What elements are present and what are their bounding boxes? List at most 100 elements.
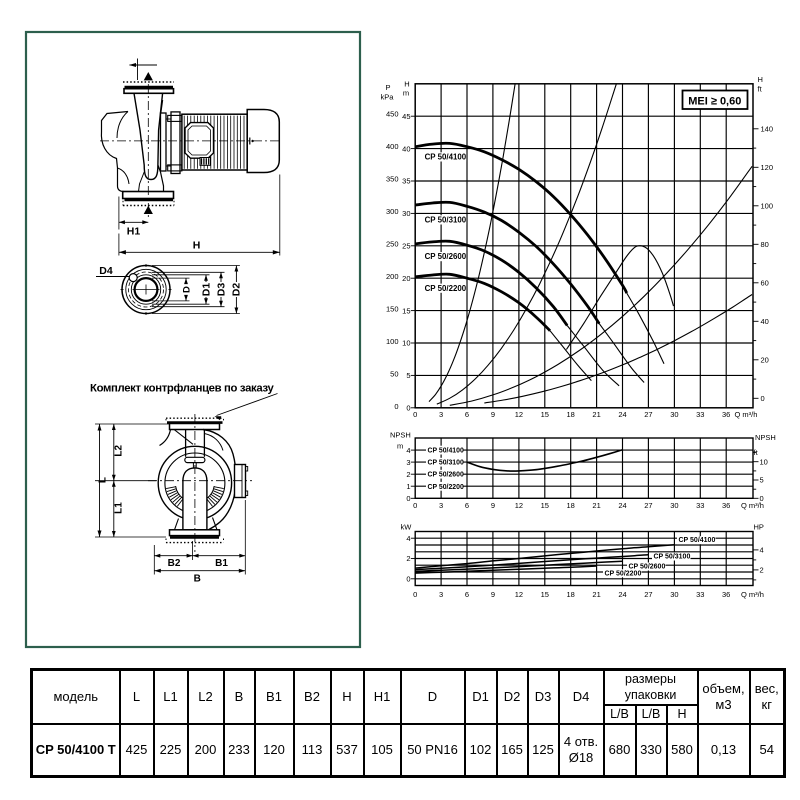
svg-text:D4: D4 [99,265,113,277]
svg-text:100: 100 [386,337,399,346]
svg-text:2: 2 [406,554,410,563]
svg-text:200: 200 [386,272,399,281]
svg-text:3: 3 [439,410,443,419]
svg-text:18: 18 [567,590,575,599]
svg-text:9: 9 [491,501,495,510]
svg-text:CP 50/4100: CP 50/4100 [425,153,467,162]
svg-text:D: D [181,286,192,293]
svg-text:6: 6 [465,501,469,510]
svg-text:40: 40 [761,317,769,326]
svg-text:kW: kW [401,523,413,532]
svg-text:450: 450 [386,109,399,118]
svg-text:0: 0 [760,494,764,503]
svg-text:B: B [194,573,201,584]
svg-text:CP 50/4100: CP 50/4100 [428,448,464,455]
svg-text:0: 0 [761,394,765,403]
svg-text:35: 35 [402,177,410,186]
svg-text:CP 50/4100: CP 50/4100 [679,537,716,544]
svg-text:12: 12 [515,410,523,419]
svg-text:D2: D2 [231,283,243,297]
svg-text:CP 50/3100: CP 50/3100 [428,460,464,467]
svg-text:Комплект контрфланцев по заказ: Комплект контрфланцев по заказу [90,383,274,395]
svg-text:P: P [385,83,390,92]
svg-text:33: 33 [696,590,704,599]
svg-text:NPSH: NPSH [390,431,411,440]
svg-text:H: H [758,75,763,84]
svg-text:D3: D3 [215,283,227,297]
svg-text:15: 15 [541,410,549,419]
svg-text:H1: H1 [127,226,141,238]
svg-text:27: 27 [644,590,652,599]
svg-text:2: 2 [760,566,764,575]
svg-text:140: 140 [761,125,774,134]
svg-text:ft: ft [758,85,763,94]
svg-text:100: 100 [761,202,774,211]
svg-text:150: 150 [386,305,399,314]
svg-text:30: 30 [670,410,678,419]
svg-text:50: 50 [390,370,398,379]
svg-text:25: 25 [402,242,410,251]
svg-text:20: 20 [761,356,769,365]
svg-text:60: 60 [761,279,769,288]
svg-text:Q m³/h: Q m³/h [741,590,764,599]
svg-text:33: 33 [696,501,704,510]
svg-text:CP 50/2600: CP 50/2600 [425,252,467,261]
svg-text:5: 5 [760,476,764,485]
svg-text:kPa: kPa [381,93,395,102]
svg-text:3: 3 [406,458,410,467]
svg-text:4: 4 [406,534,410,543]
svg-text:18: 18 [567,501,575,510]
svg-text:MEI ≥ 0,60: MEI ≥ 0,60 [688,95,741,107]
svg-text:15: 15 [402,306,410,315]
svg-text:B2: B2 [168,558,181,569]
svg-text:CP 50/2200: CP 50/2200 [605,570,642,577]
svg-text:33: 33 [696,410,704,419]
svg-text:CP 50/2600: CP 50/2600 [428,472,464,479]
svg-text:24: 24 [618,501,626,510]
svg-text:B1: B1 [215,558,228,569]
svg-text:45: 45 [402,112,410,121]
svg-text:CP 50/2200: CP 50/2200 [425,284,467,293]
svg-text:30: 30 [670,590,678,599]
svg-text:10: 10 [402,339,410,348]
svg-text:30: 30 [670,501,678,510]
svg-text:36: 36 [722,590,730,599]
svg-text:2: 2 [406,470,410,479]
svg-text:NPSH: NPSH [755,433,776,442]
svg-text:21: 21 [592,501,600,510]
svg-text:D1: D1 [200,283,212,297]
svg-text:24: 24 [618,590,626,599]
svg-text:9: 9 [491,410,495,419]
svg-text:0: 0 [406,575,410,584]
svg-text:6: 6 [465,410,469,419]
svg-text:36: 36 [722,410,730,419]
svg-text:CP 50/2600: CP 50/2600 [629,564,666,571]
svg-text:15: 15 [541,590,549,599]
svg-text:10: 10 [760,457,768,466]
svg-text:36: 36 [722,501,730,510]
svg-text:21: 21 [592,590,600,599]
svg-text:H: H [404,80,409,89]
svg-text:9: 9 [491,590,495,599]
svg-text:250: 250 [386,239,399,248]
svg-text:27: 27 [644,410,652,419]
svg-text:3: 3 [439,590,443,599]
svg-text:400: 400 [386,142,399,151]
svg-text:0: 0 [413,501,417,510]
svg-text:20: 20 [402,274,410,283]
svg-text:H: H [193,240,201,252]
svg-text:12: 12 [515,501,523,510]
svg-text:300: 300 [386,207,399,216]
svg-text:HP: HP [754,523,764,532]
svg-text:24: 24 [618,410,626,419]
svg-text:L1: L1 [113,502,124,514]
svg-text:80: 80 [761,240,769,249]
svg-text:40: 40 [402,144,410,153]
svg-text:5: 5 [406,371,410,380]
svg-text:0: 0 [413,590,417,599]
svg-text:m: m [397,442,403,451]
svg-text:L: L [98,477,109,483]
svg-text:3: 3 [439,501,443,510]
svg-text:CP 50/3100: CP 50/3100 [654,554,691,561]
svg-text:27: 27 [644,501,652,510]
